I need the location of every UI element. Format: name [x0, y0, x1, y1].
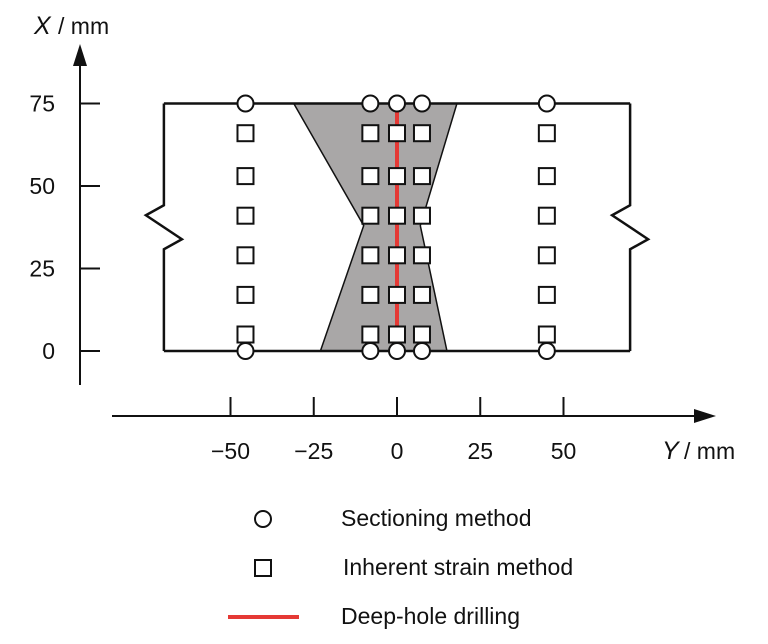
inherent-strain-marker [361, 285, 380, 304]
inherent-strain-marker [361, 246, 380, 265]
y-axis-unit: / mm [684, 438, 735, 464]
legend-label-sectioning: Sectioning method [341, 505, 532, 531]
inherent-strain-markers [236, 124, 556, 344]
inherent-strain-marker [412, 124, 431, 143]
sectioning-marker [388, 94, 406, 113]
y-axis-symbol: Y [662, 437, 681, 465]
inherent-strain-marker [388, 285, 406, 304]
inherent-strain-marker [537, 325, 556, 344]
legend-square-icon [254, 559, 272, 577]
x-axis-symbol: X [33, 12, 52, 40]
y-tick-label: 0 [391, 438, 404, 464]
inherent-strain-marker [388, 325, 406, 344]
y-tick-label: −50 [211, 438, 250, 464]
sectioning-marker [388, 342, 406, 360]
inherent-strain-marker [537, 167, 556, 186]
inherent-strain-marker [537, 124, 556, 143]
y-axis-ticks: −50 −25 0 25 50 [211, 397, 576, 464]
inherent-strain-marker [412, 325, 431, 344]
inherent-strain-marker [388, 246, 406, 265]
x-axis: X / mm 0 25 50 75 [29, 12, 109, 385]
sectioning-marker [361, 94, 380, 113]
sectioning-marker [236, 342, 255, 360]
y-tick-label: 50 [551, 438, 577, 464]
x-tick-label: 0 [42, 338, 55, 364]
inherent-strain-marker [236, 206, 255, 225]
sectioning-marker [537, 94, 556, 113]
y-axis: Y / mm −50 −25 0 25 50 [112, 397, 735, 465]
inherent-strain-marker [412, 246, 431, 265]
inherent-strain-marker [236, 124, 255, 143]
sectioning-marker [412, 94, 431, 113]
legend-label-drilling: Deep-hole drilling [341, 603, 520, 629]
inherent-strain-marker [412, 167, 431, 186]
plate-right-break-icon [609, 103, 651, 351]
inherent-strain-marker [236, 325, 255, 344]
inherent-strain-marker [537, 285, 556, 304]
x-tick-label: 50 [29, 173, 55, 199]
inherent-strain-marker [236, 167, 255, 186]
sectioning-marker [361, 342, 380, 360]
y-axis-arrow-icon [694, 409, 716, 423]
inherent-strain-marker [388, 167, 406, 186]
inherent-strain-marker [236, 285, 255, 304]
inherent-strain-marker [537, 206, 556, 225]
y-tick-label: −25 [294, 438, 333, 464]
x-axis-ticks: 0 25 50 75 [29, 91, 100, 364]
sectioning-marker [412, 342, 431, 360]
x-tick-label: 75 [29, 91, 55, 117]
legend-circle-icon [254, 510, 272, 528]
inherent-strain-marker [388, 124, 406, 143]
inherent-strain-marker [412, 206, 431, 225]
sectioning-markers [236, 94, 556, 360]
x-axis-arrow-icon [73, 44, 87, 66]
sectioning-marker [537, 342, 556, 360]
inherent-strain-marker [361, 206, 380, 225]
legend: Sectioning method Inherent strain method… [228, 505, 573, 629]
x-axis-unit: / mm [58, 13, 109, 39]
inherent-strain-marker [388, 206, 406, 225]
sectioning-marker [236, 94, 255, 113]
inherent-strain-marker [236, 246, 255, 265]
legend-label-inherent-strain: Inherent strain method [343, 554, 573, 580]
y-tick-label: 25 [467, 438, 493, 464]
inherent-strain-marker [412, 285, 431, 304]
inherent-strain-marker [361, 167, 380, 186]
inherent-strain-marker [537, 246, 556, 265]
x-tick-label: 25 [29, 256, 55, 282]
inherent-strain-marker [361, 124, 380, 143]
inherent-strain-marker [361, 325, 380, 344]
plate-left-break-icon [143, 103, 185, 351]
